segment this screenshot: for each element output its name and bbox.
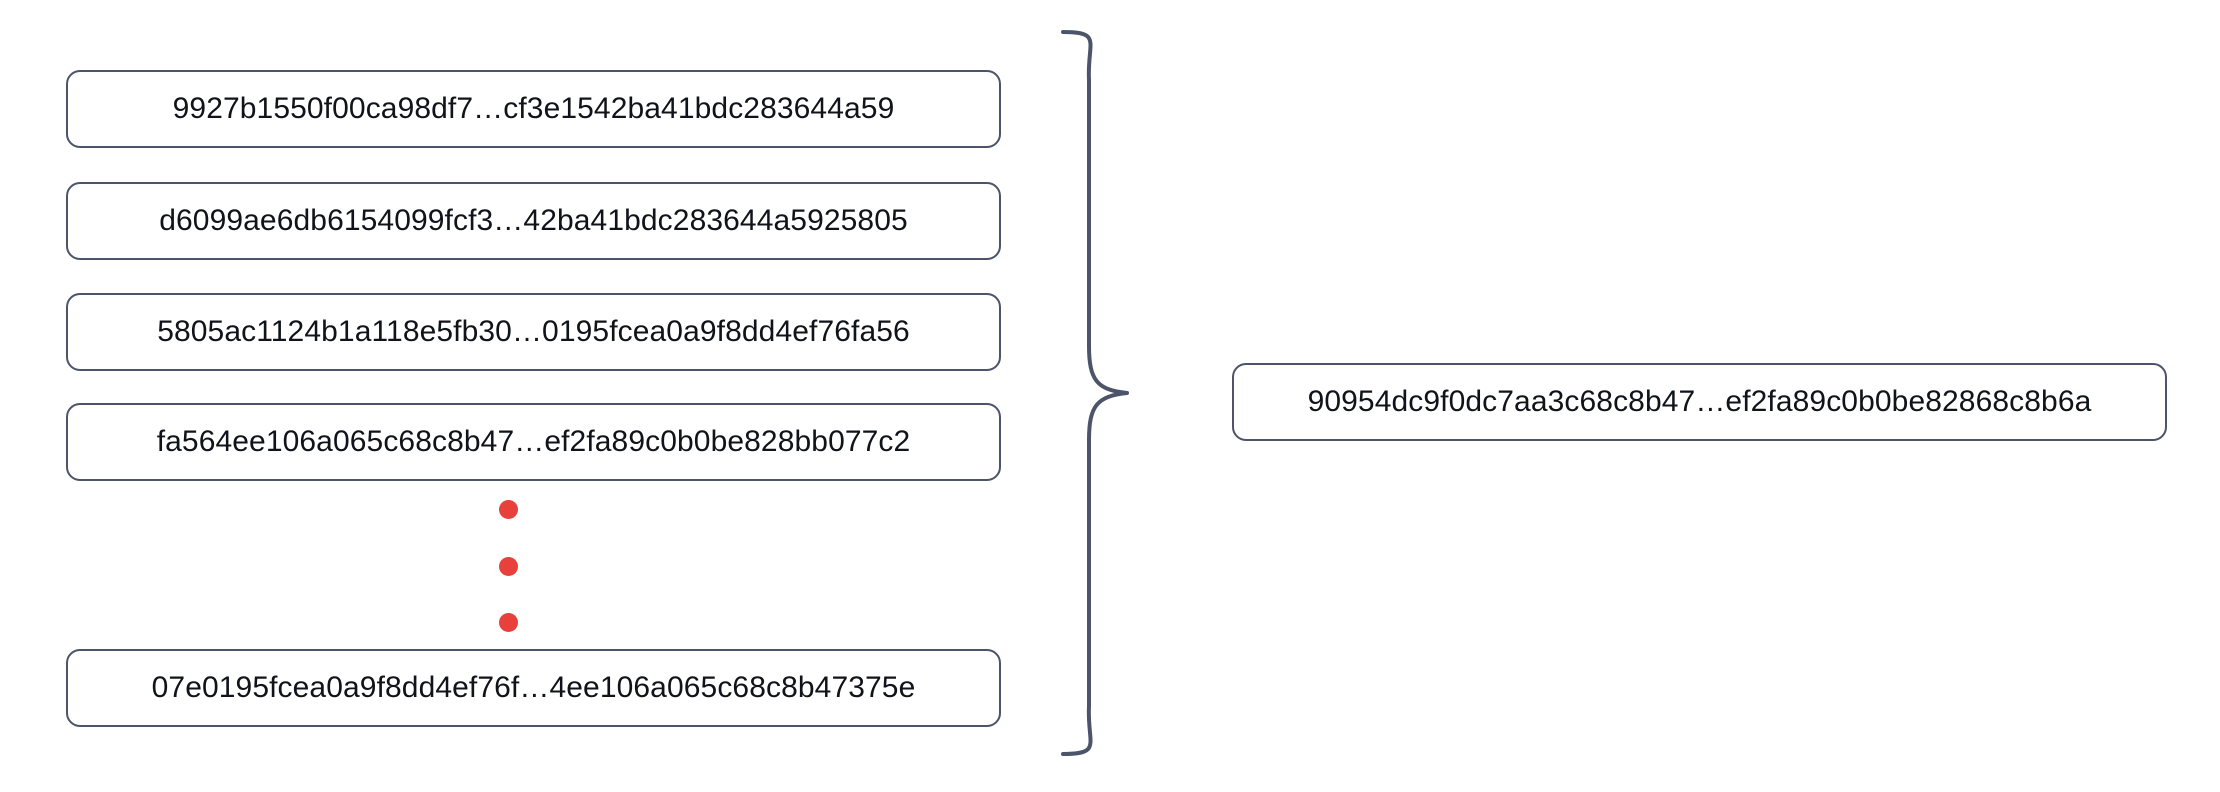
ellipsis-dot-2 <box>498 556 518 576</box>
output-hash-text: 90954dc9f0dc7aa3c68c8b47…ef2fa89c0b0be82… <box>1307 385 2092 418</box>
curly-brace-svg <box>1045 28 1155 758</box>
ellipsis-dot-3 <box>498 613 518 632</box>
output-hash-box: 90954dc9f0dc7aa3c68c8b47…ef2fa89c0b0be82… <box>1232 363 2167 441</box>
input-hash-text-3: 5805ac1124b1a118e5fb30…0195fcea0a9f8dd4e… <box>157 315 910 348</box>
ellipsis-dot-1 <box>498 500 518 519</box>
vertical-ellipsis-icon <box>493 500 523 632</box>
input-hash-text-2: d6099ae6db6154099fcf3…42ba41bdc283644a59… <box>159 204 908 237</box>
input-hash-box-3: 5805ac1124b1a118e5fb30…0195fcea0a9f8dd4e… <box>66 293 1001 371</box>
input-hash-box-2: d6099ae6db6154099fcf3…42ba41bdc283644a59… <box>66 182 1001 260</box>
input-hash-box-5: 07e0195fcea0a9f8dd4ef76f…4ee106a065c68c8… <box>66 649 1001 727</box>
input-hash-box-4: fa564ee106a065c68c8b47…ef2fa89c0b0be828b… <box>66 403 1001 481</box>
curly-brace-icon <box>1045 28 1155 758</box>
input-hash-text-4: fa564ee106a065c68c8b47…ef2fa89c0b0be828b… <box>156 425 911 458</box>
input-hash-box-1: 9927b1550f00ca98df7…cf3e1542ba41bdc28364… <box>66 70 1001 148</box>
input-hash-text-5: 07e0195fcea0a9f8dd4ef76f…4ee106a065c68c8… <box>151 671 916 704</box>
input-hash-text-1: 9927b1550f00ca98df7…cf3e1542ba41bdc28364… <box>172 92 895 125</box>
